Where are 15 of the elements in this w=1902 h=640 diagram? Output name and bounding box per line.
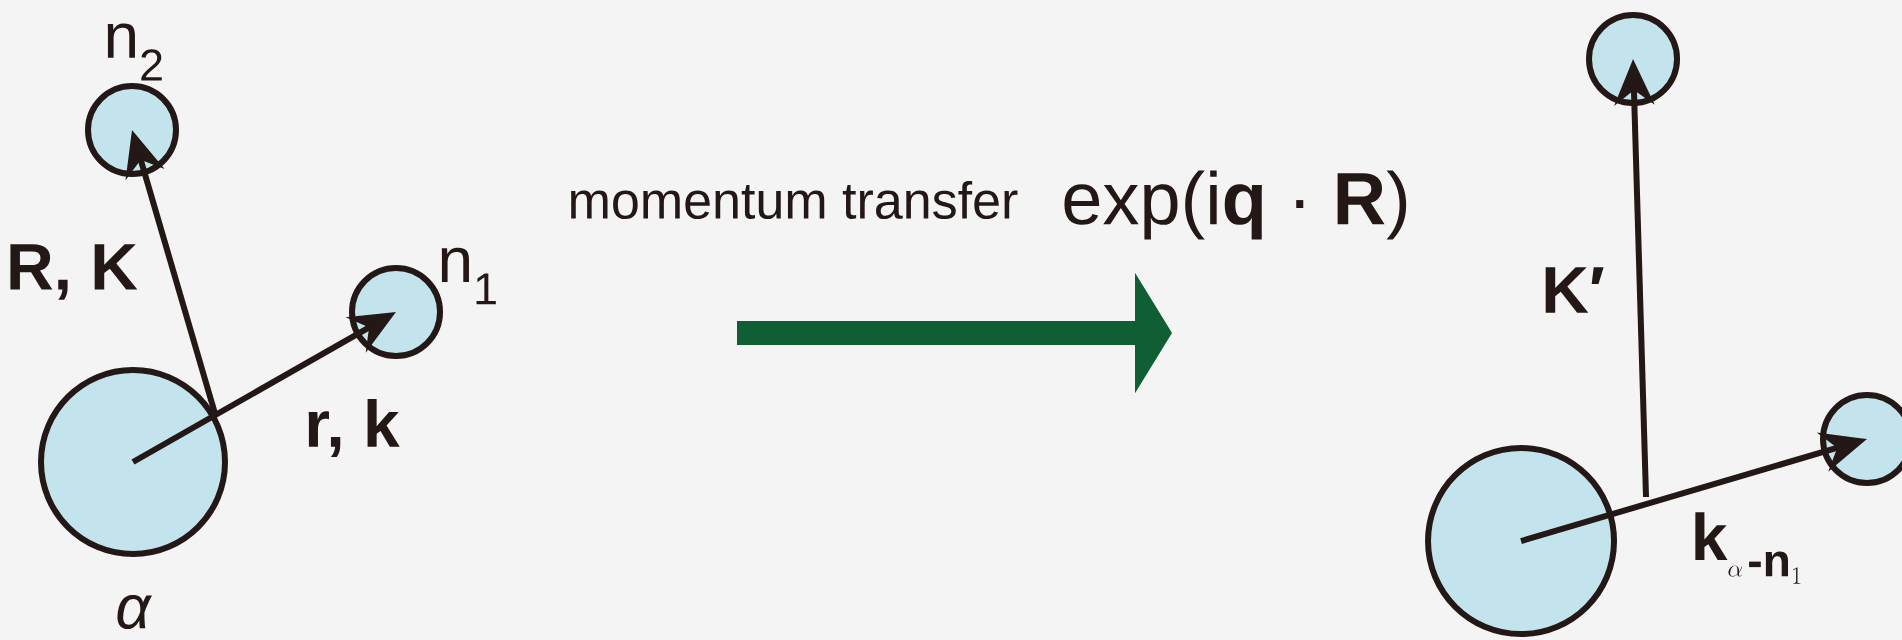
node-label: n$_{1}$ bbox=[441, 247, 496, 305]
particle-circle bbox=[1425, 445, 1617, 637]
particle-circle bbox=[1820, 392, 1902, 486]
vector-label: r, k bbox=[308, 399, 400, 457]
node-label: n$_{2}$ bbox=[107, 23, 162, 81]
particle-circle bbox=[85, 83, 179, 177]
particle-circle bbox=[38, 367, 228, 557]
vector-label: $\textbf{k}_{\alpha\,\textbf{-n}_{1}}$ bbox=[1695, 512, 1801, 584]
node-label: α bbox=[117, 595, 153, 629]
particle-circle bbox=[1586, 12, 1680, 106]
vector-label: R, K bbox=[10, 244, 138, 300]
formula-text: exp(iq · R) bbox=[1064, 170, 1407, 240]
particle-circle bbox=[349, 265, 443, 359]
caption-text: momentum transfer bbox=[571, 180, 1018, 220]
vector-label: K′ bbox=[1545, 267, 1604, 313]
